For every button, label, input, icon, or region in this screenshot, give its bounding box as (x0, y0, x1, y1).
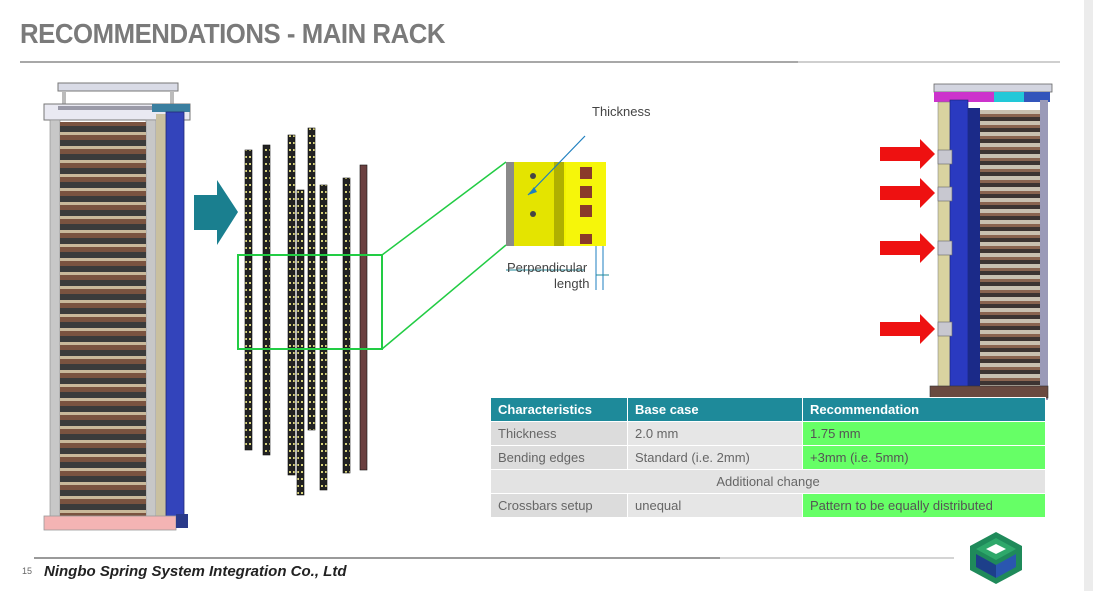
profile-detail-zoom (506, 135, 609, 290)
zoom-callout-box (237, 254, 383, 350)
recommendations-table: Characteristics Base case Recommendation… (490, 397, 1046, 518)
perpendicular-label-line1: Perpendicular (507, 260, 588, 275)
table-cell-recommendation: 1.75 mm (802, 421, 1046, 446)
table-header-cell: Recommendation (802, 397, 1046, 422)
transform-arrow-icon (194, 180, 238, 245)
zoom-connector-bottom (381, 244, 507, 350)
table-cell: 2.0 mm (627, 421, 803, 446)
table-section-row: Additional change (490, 469, 1046, 494)
table-cell: Thickness (490, 421, 628, 446)
crossbar-indicator-arrows (880, 139, 935, 344)
table-cell: Crossbars setup (490, 493, 628, 518)
red-arrow-icon (880, 139, 935, 169)
footer-divider (34, 557, 954, 559)
table-cell: unequal (627, 493, 803, 518)
slide-title: RECOMMENDATIONS - MAIN RACK (20, 18, 445, 49)
red-arrow-icon (880, 314, 935, 344)
table-section-label: Additional change (490, 469, 1046, 494)
table-cell-recommendation: Pattern to be equally distributed (802, 493, 1046, 518)
company-name: Ningbo Spring System Integration Co., Lt… (44, 563, 347, 580)
table-header-cell: Characteristics (490, 397, 628, 422)
zoom-connector-top (381, 161, 507, 256)
main-rack-illustration (43, 82, 191, 531)
table-header-cell: Base case (627, 397, 803, 422)
table-cell-recommendation: +3mm (i.e. 5mm) (802, 445, 1046, 470)
company-logo-icon (970, 532, 1022, 584)
perpendicular-label-line2: length (554, 276, 590, 291)
thickness-label: Thickness (592, 104, 651, 119)
table-row: Thickness 2.0 mm 1.75 mm (490, 421, 1046, 446)
table-cell: Standard (i.e. 2mm) (627, 445, 803, 470)
table-header-row: Characteristics Base case Recommendation (490, 397, 1046, 422)
red-arrow-icon (880, 233, 935, 263)
exploded-uprights-illustration (244, 127, 368, 496)
recommended-rack-illustration (929, 83, 1053, 407)
table-row: Bending edges Standard (i.e. 2mm) +3mm (… (490, 445, 1046, 470)
table-cell: Bending edges (490, 445, 628, 470)
table-row: Crossbars setup unequal Pattern to be eq… (490, 493, 1046, 518)
title-divider (20, 61, 1060, 63)
red-arrow-icon (880, 178, 935, 208)
scrollbar-rail[interactable] (1084, 0, 1093, 591)
page-number: 15 (22, 566, 33, 576)
